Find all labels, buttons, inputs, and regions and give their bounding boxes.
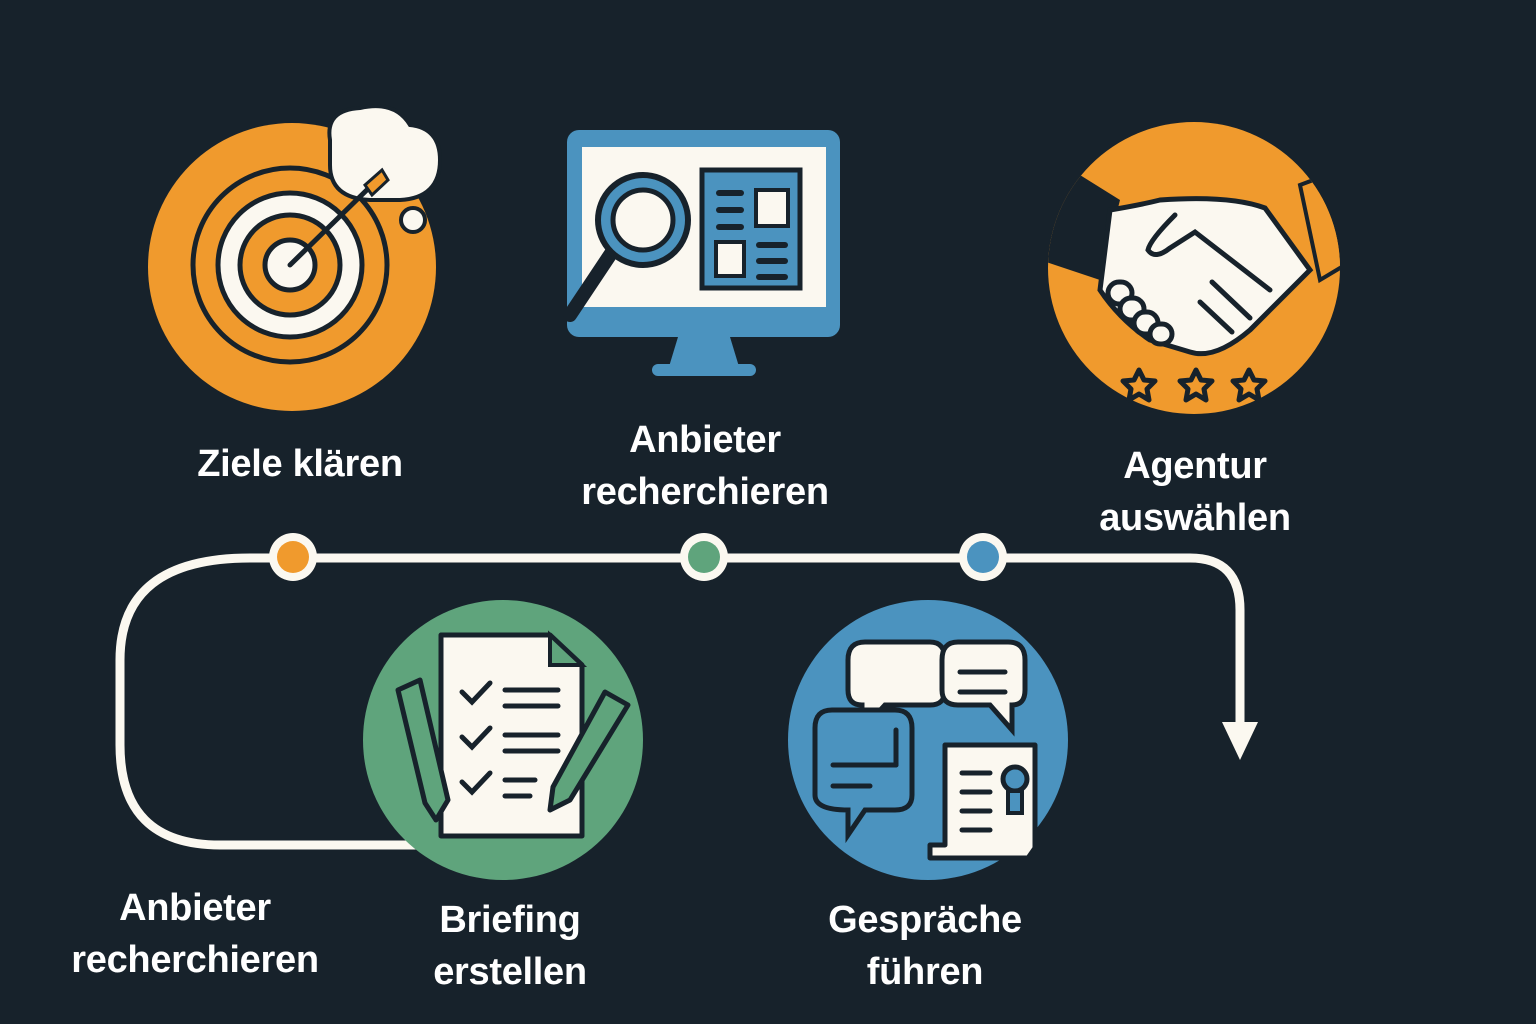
timeline-node-3 [959,533,1007,581]
step-label-line1: Anbieter [119,887,271,929]
rating-stars-icon [1120,367,1268,403]
step-label-line2: erstellen [433,951,587,993]
monitor-search-icon [563,130,840,376]
step-label-line1: Briefing [439,899,581,941]
timeline-node-2 [680,533,728,581]
step-label-line2: recherchieren [71,939,319,981]
step-label-line2: auswählen [1099,497,1291,539]
checklist-document-icon [363,600,643,880]
step-label-briefing-erstellen: Briefing erstellen [380,894,640,998]
step-label-line1: Gespräche [828,899,1022,941]
step-label-anbieter-recherchieren-top: Anbieter recherchieren [540,414,870,518]
step-label-line2: recherchieren [581,471,829,513]
step-label-ziele-klaeren: Ziele klären [150,438,450,490]
arrow-down-icon [1222,722,1258,760]
target-icon [148,104,443,411]
step-label-gespraeche-fuehren: Gespräche führen [790,894,1060,998]
step-label-line1: Ziele klären [197,443,403,485]
step-label-line1: Agentur [1123,445,1267,487]
step-label-line1: Anbieter [629,419,781,461]
handshake-icon [1048,122,1340,414]
pencil-right-icon [547,689,631,813]
step-label-anbieter-recherchieren-bottom: Anbieter recherchieren [40,882,350,986]
timeline-path [115,553,1245,850]
step-label-agentur-auswaehlen: Agentur auswählen [1045,440,1345,544]
chat-bubbles-icon [788,600,1068,880]
timeline-node-1 [269,533,317,581]
pencil-left-icon [395,677,451,823]
step-label-line2: führen [866,951,984,993]
